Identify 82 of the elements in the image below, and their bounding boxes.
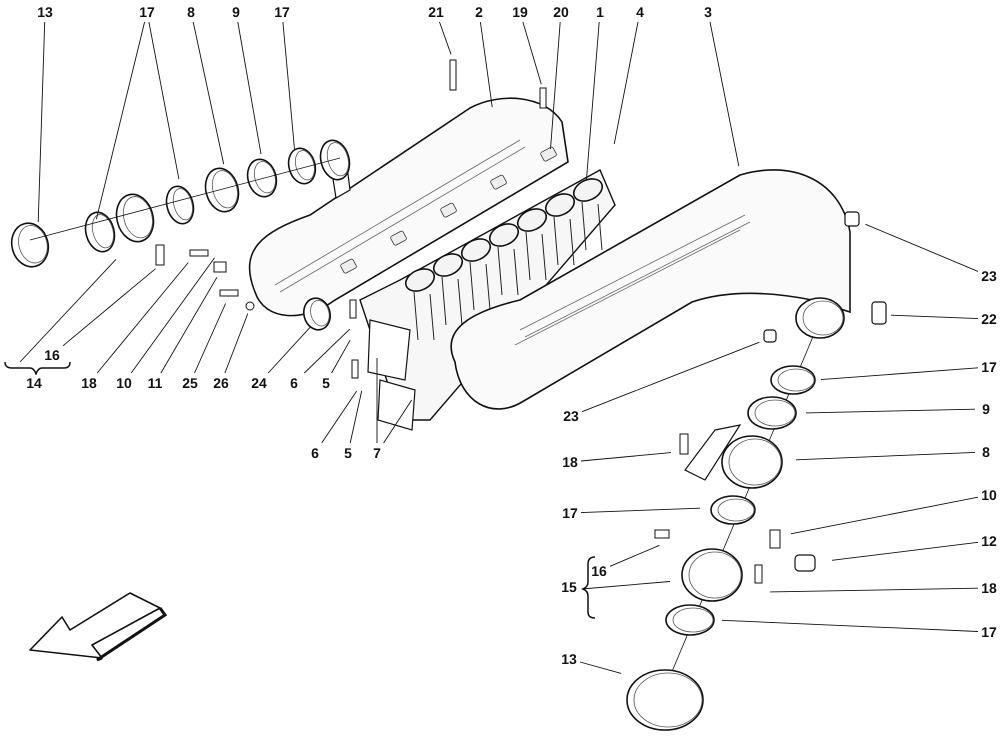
callout-number: 3	[703, 4, 713, 20]
leader-line	[890, 314, 978, 320]
leader-line	[224, 313, 248, 374]
leader-line	[237, 22, 262, 155]
leader-line	[770, 588, 978, 592]
leader-line	[268, 326, 312, 374]
callout-number: 9	[981, 401, 991, 417]
leader-line	[586, 22, 600, 180]
callout-number: 8	[981, 444, 991, 460]
leader-line	[62, 268, 156, 346]
leader-line	[550, 22, 561, 150]
callout-number: 17	[980, 624, 998, 640]
callout-number: 5	[343, 445, 353, 461]
callout-number: 8	[186, 4, 196, 20]
leader-line	[610, 544, 660, 567]
leader-line	[820, 367, 978, 380]
leader-line	[282, 22, 295, 150]
leader-line	[710, 22, 740, 167]
callout-number: 10	[980, 487, 998, 503]
callout-number: 26	[212, 375, 230, 391]
callout-number: 11	[146, 375, 164, 391]
leader-line	[383, 400, 412, 444]
callout-number: 16	[43, 347, 61, 363]
leader-line	[321, 390, 358, 444]
callout-number: 15	[560, 579, 578, 595]
callout-number: 18	[80, 375, 98, 391]
callout-number: 17	[138, 4, 156, 20]
callout-number: 9	[231, 4, 241, 20]
callout-number: 23	[562, 408, 580, 424]
leader-line	[376, 358, 378, 444]
leader-line	[480, 22, 493, 108]
callout-number: 16	[590, 563, 608, 579]
callout-number: 13	[560, 651, 578, 667]
callout-number: 14	[25, 375, 43, 391]
leader-line	[582, 342, 760, 412]
callout-number: 18	[980, 580, 998, 596]
callout-number: 1	[595, 4, 605, 20]
callout-number: 7	[372, 445, 382, 461]
callout-number: 5	[321, 375, 331, 391]
callout-number: 18	[561, 454, 579, 470]
callout-number: 4	[635, 4, 645, 20]
callout-number: 6	[289, 375, 299, 391]
callout-number: 2	[474, 4, 484, 20]
leader-line	[582, 581, 670, 590]
leader-line	[439, 22, 452, 55]
leader-line	[192, 22, 224, 165]
leader-line	[148, 22, 180, 180]
callout-number: 22	[980, 311, 998, 327]
leader-line	[580, 662, 622, 674]
leader-line	[96, 22, 146, 220]
callout-number: 25	[181, 375, 199, 391]
leader-line	[580, 508, 700, 514]
leader-line	[722, 620, 978, 632]
leader-line	[832, 542, 978, 561]
callout-number: 19	[511, 4, 529, 20]
leader-line	[96, 262, 189, 374]
leader-line	[304, 328, 350, 374]
leader-line	[350, 390, 362, 444]
callout-number: 6	[310, 445, 320, 461]
leader-line	[865, 224, 978, 272]
callout-number: 17	[980, 359, 998, 375]
leader-line	[160, 276, 218, 374]
callout-number: 10	[115, 375, 133, 391]
leader-line	[790, 496, 978, 534]
leader-line	[38, 22, 46, 222]
callout-number: 24	[250, 375, 268, 391]
leader-line	[796, 452, 976, 460]
callout-number: 13	[36, 4, 54, 20]
leader-line	[20, 258, 116, 362]
callout-number: 23	[980, 268, 998, 284]
leader-line	[580, 452, 672, 462]
callout-number: 17	[273, 4, 291, 20]
callout-number: 21	[427, 4, 445, 20]
leader-line	[806, 408, 976, 414]
leader-line	[614, 22, 638, 145]
leader-line	[331, 340, 351, 374]
leader-line	[194, 303, 226, 374]
leader-line	[130, 257, 215, 374]
callout-number: 20	[552, 4, 570, 20]
leader-line	[522, 22, 542, 85]
callout-number: 12	[980, 533, 998, 549]
callout-number: 17	[561, 505, 579, 521]
